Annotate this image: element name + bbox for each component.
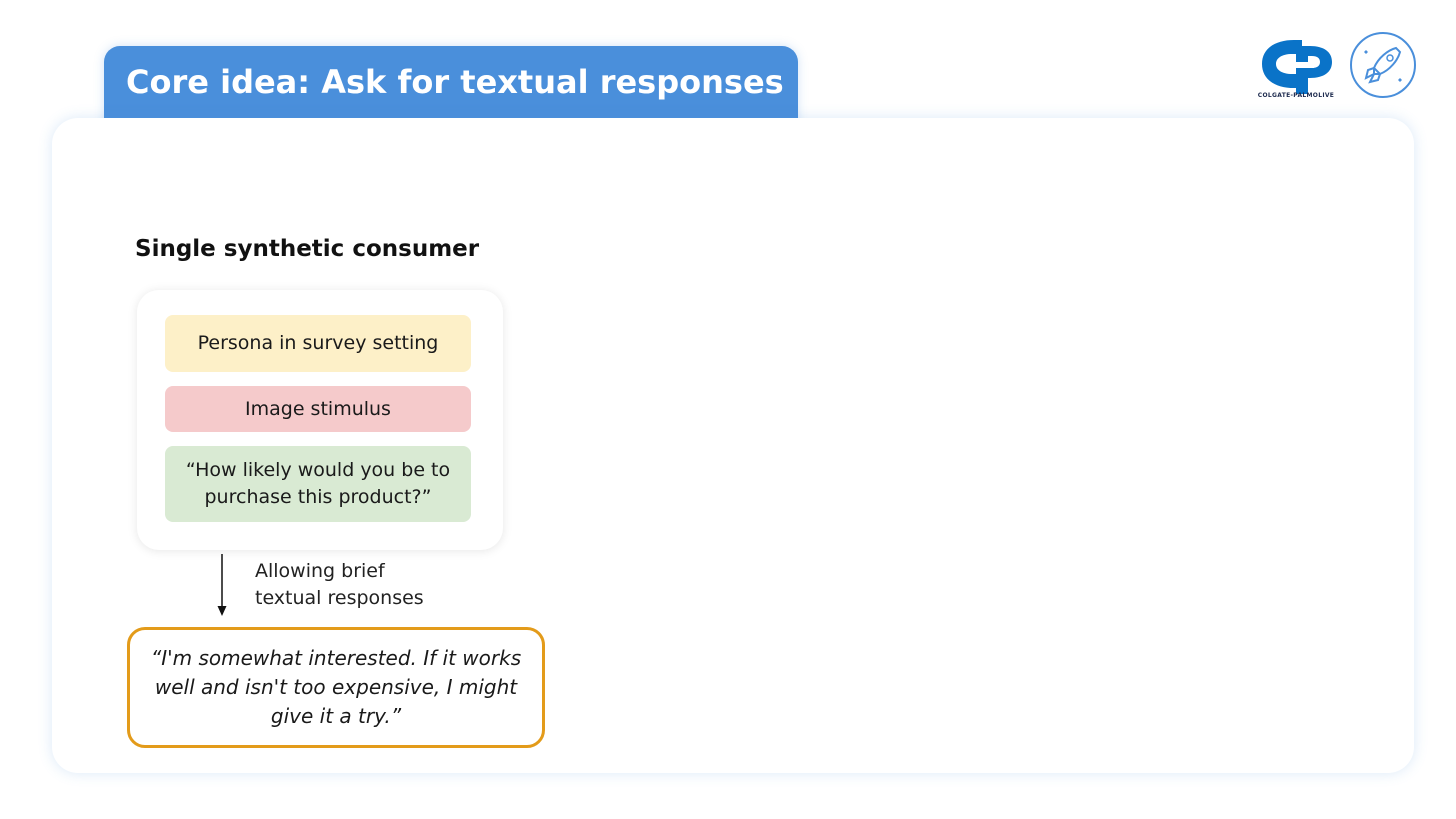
colgate-palmolive-wordmark: COLGATE-PALMOLIVE <box>1257 92 1335 99</box>
section-title: Single synthetic consumer <box>135 236 480 262</box>
prompt-box: Persona in survey setting Image stimulus… <box>137 290 503 550</box>
question-pill: “How likely would you be to purchase thi… <box>165 446 471 522</box>
arrow-label-line-1: Allowing brief <box>255 560 385 582</box>
title-tab: Core idea: Ask for textual responses <box>104 46 798 130</box>
response-box: “I'm somewhat interested. If it works we… <box>127 627 545 748</box>
down-arrow-icon <box>217 554 227 616</box>
arrow-label-line-2: textual responses <box>255 587 424 609</box>
logo-area: COLGATE-PALMOLIVE <box>1256 30 1420 102</box>
persona-pill: Persona in survey setting <box>165 315 471 372</box>
arrow-label: Allowing brief textual responses <box>255 558 424 612</box>
rocket-icon <box>1350 32 1416 98</box>
colgate-palmolive-logo-icon <box>1262 40 1332 94</box>
image-stimulus-pill: Image stimulus <box>165 386 471 432</box>
page-title: Core idea: Ask for textual responses <box>126 63 784 101</box>
